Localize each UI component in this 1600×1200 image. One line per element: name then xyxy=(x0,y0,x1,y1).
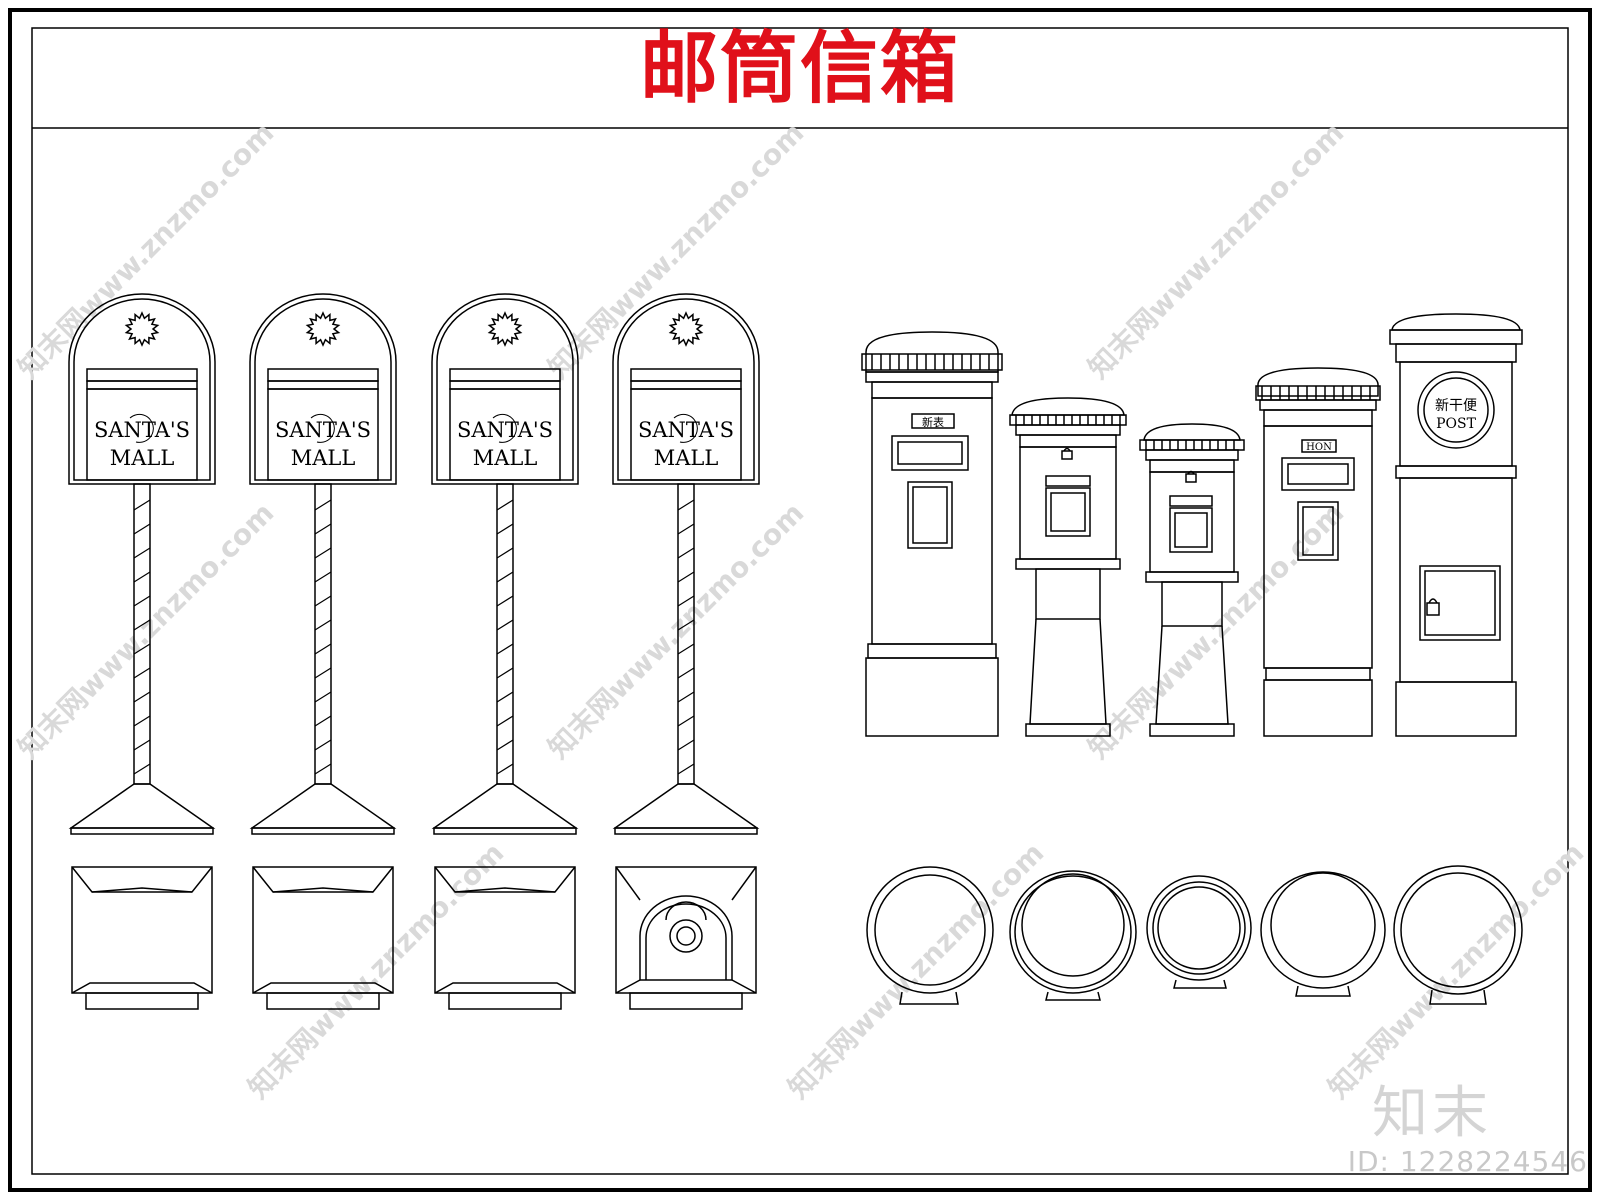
watermark-text: 知末网www.znzmo.com xyxy=(1082,116,1351,385)
pillar-plan-4 xyxy=(1260,871,1386,997)
pillar-label: POST xyxy=(1436,416,1476,432)
image-id-label: ID: 1228224546 xyxy=(1347,1145,1588,1178)
pillar-plan-3 xyxy=(1146,875,1252,989)
santa-mailbox-1: SANTA'S MALL xyxy=(68,293,216,835)
pillar-plan-5 xyxy=(1393,865,1523,1005)
pillar-box-5: 新干便 POST xyxy=(1389,313,1523,737)
mailbox-label: SANTA'S xyxy=(457,418,553,442)
page-title: 邮筒信箱 xyxy=(639,23,960,114)
watermark-text: 知末网www.znzmo.com xyxy=(12,116,281,385)
watermark-text: 知末网www.znzmo.com xyxy=(542,496,811,765)
mailbox-plan-2 xyxy=(252,866,394,1010)
mailbox-elevations: SANTA'SMALLSANTA'SMALLSANTA'SMALLSANTA'S… xyxy=(68,293,760,835)
watermark-text: 知末网www.znzmo.com xyxy=(12,496,281,765)
pillar-box-3 xyxy=(1139,423,1245,737)
watermark-text: 知末网www.znzmo.com xyxy=(242,836,511,1105)
pillar-box-1: 新表 xyxy=(861,331,1003,737)
pillar-box-2 xyxy=(1009,397,1127,737)
mailbox-label: MALL xyxy=(110,446,175,470)
santa-mailbox-4: SANTA'S MALL xyxy=(612,293,760,835)
mailbox-plan-3 xyxy=(434,866,576,1010)
inner-frame xyxy=(31,27,1569,1175)
pillar-box-4: HON xyxy=(1255,367,1381,737)
santa-mailbox-3: SANTA'S MALL xyxy=(431,293,579,835)
mailbox-plan-views xyxy=(71,866,757,1010)
mailbox-label: MALL xyxy=(654,446,719,470)
mailbox-label: MALL xyxy=(473,446,538,470)
pillar-plan-1 xyxy=(866,866,994,1005)
santa-mailbox-2: SANTA'S MALL xyxy=(249,293,397,835)
pillar-box-elevations: 新表 xyxy=(861,313,1523,737)
mailbox-label: SANTA'S xyxy=(638,418,734,442)
mailbox-label: SANTA'S xyxy=(275,418,371,442)
mailbox-label: MALL xyxy=(291,446,356,470)
pillar-label: 新表 xyxy=(922,415,944,429)
outer-frame xyxy=(8,8,1592,1192)
mailbox-plan-4 xyxy=(615,866,757,1010)
mailbox-plan-1 xyxy=(71,866,213,1010)
pillar-box-plan-views xyxy=(866,865,1523,1005)
mailbox-label: SANTA'S xyxy=(94,418,190,442)
pillar-label: HON xyxy=(1306,442,1332,453)
brand-watermark: 知末 xyxy=(1372,1081,1492,1146)
pillar-label: 新干便 xyxy=(1435,398,1477,414)
pillar-plan-2 xyxy=(1009,870,1137,1001)
watermark-text: 知末网www.znzmo.com xyxy=(542,116,811,385)
watermark-text: 知末网www.znzmo.com xyxy=(1322,836,1591,1105)
